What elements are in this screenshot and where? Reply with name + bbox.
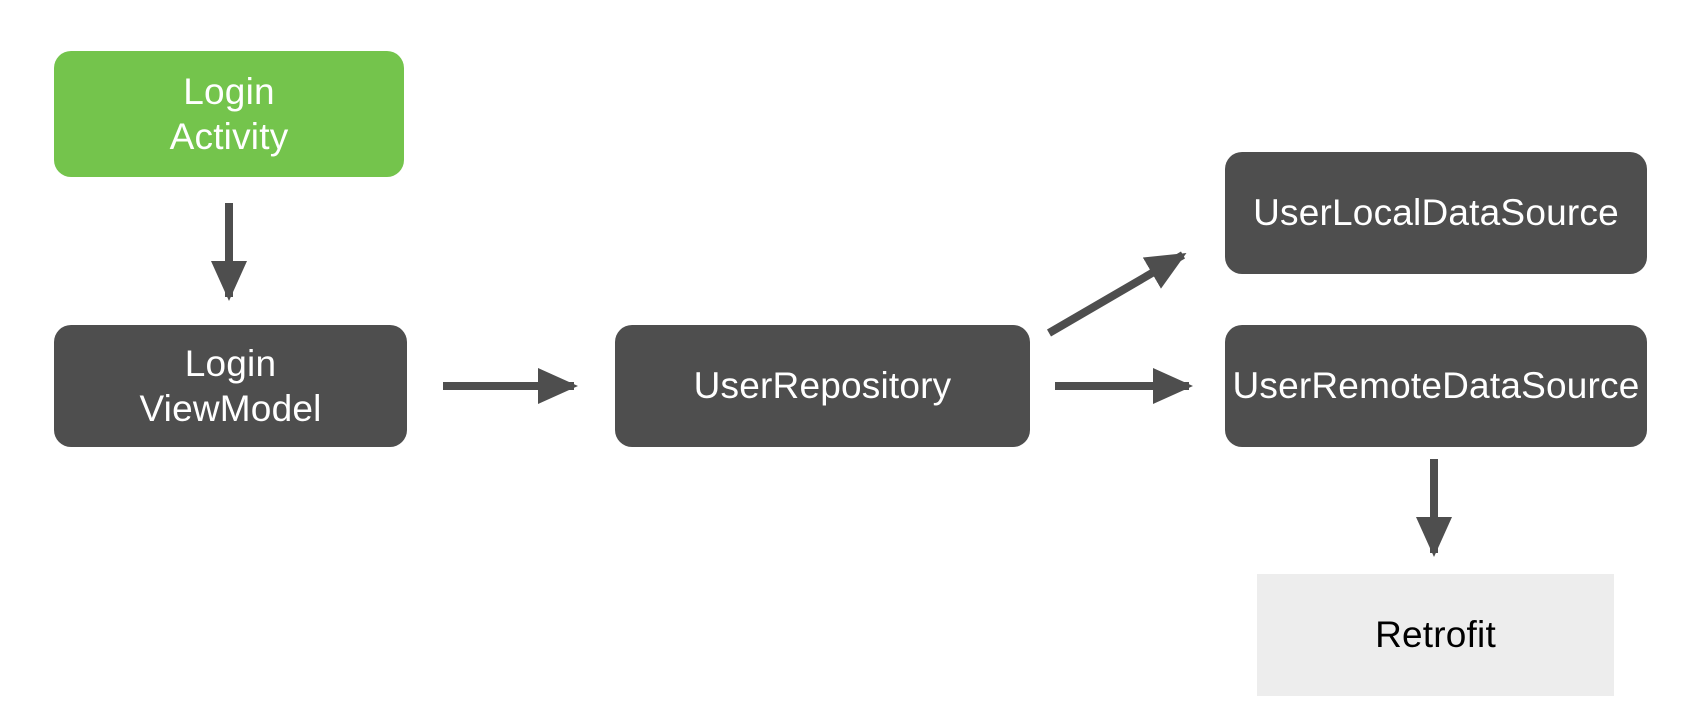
node-retrofit-label: Retrofit bbox=[1375, 614, 1496, 656]
arrow-user-repository-to-user-local-data-source bbox=[1046, 251, 1187, 337]
node-user-repository: UserRepository bbox=[615, 325, 1030, 447]
node-user-repository-label: UserRepository bbox=[693, 365, 952, 407]
node-user-local-data-source: UserLocalDataSource bbox=[1225, 152, 1647, 274]
node-user-local-data-source-label: UserLocalDataSource bbox=[1253, 192, 1619, 234]
node-login-viewmodel: Login ViewModel bbox=[54, 325, 407, 447]
node-login-activity: Login Activity bbox=[54, 51, 404, 177]
node-user-remote-data-source: UserRemoteDataSource bbox=[1225, 325, 1647, 447]
node-retrofit: Retrofit bbox=[1257, 574, 1614, 696]
node-login-viewmodel-label: Login ViewModel bbox=[139, 342, 322, 429]
node-user-remote-data-source-label: UserRemoteDataSource bbox=[1232, 365, 1640, 407]
node-login-activity-label: Login Activity bbox=[169, 70, 289, 157]
